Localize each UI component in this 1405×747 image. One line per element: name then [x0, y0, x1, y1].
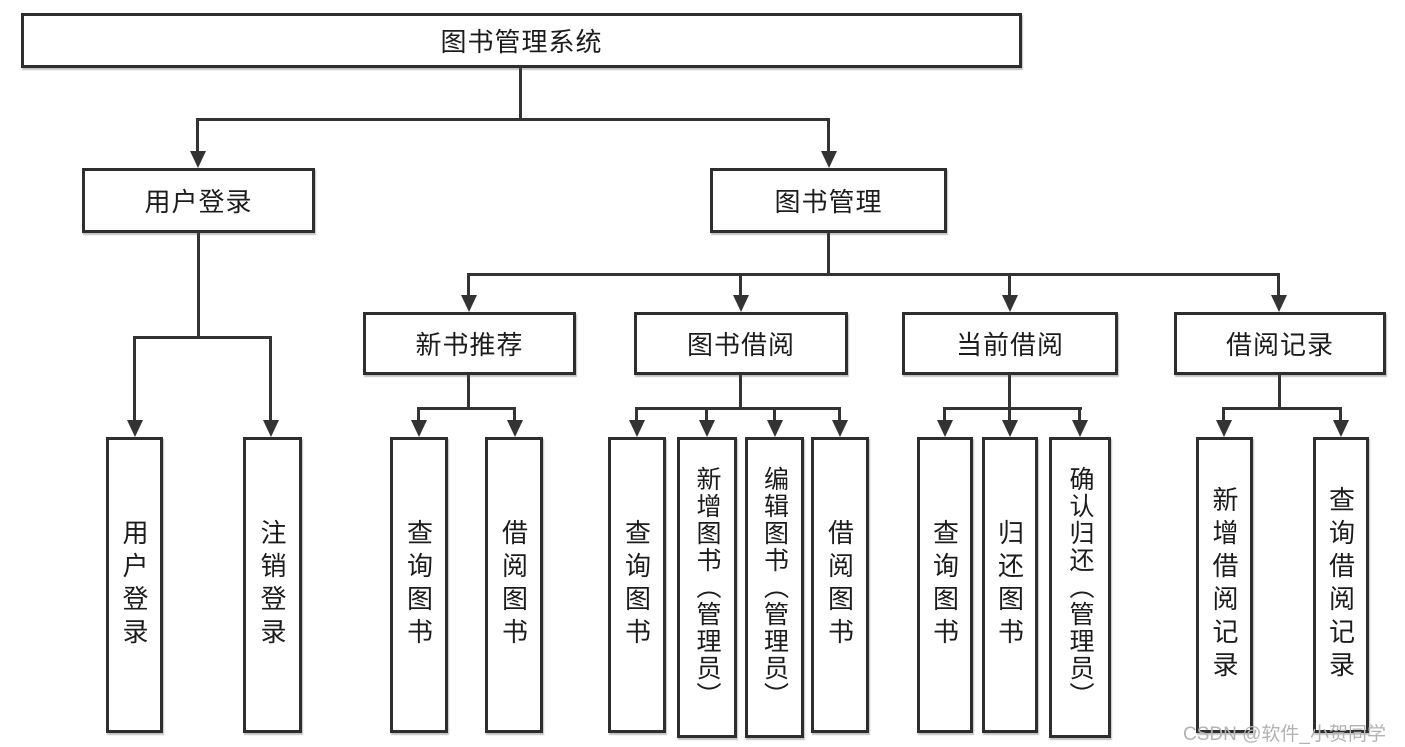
connector-line — [705, 407, 708, 421]
leaf-user-login: 用户登录 — [106, 437, 163, 733]
connector-line — [133, 336, 272, 339]
arrowhead-down-icon — [767, 420, 783, 437]
connector-line — [417, 407, 516, 410]
leaf-query-books-borrowing: 查询图书 — [608, 437, 666, 733]
node-new-book-recommendation: 新书推荐 — [363, 312, 576, 375]
arrowhead-down-icon — [1333, 420, 1349, 437]
connector-line — [943, 407, 946, 421]
leaf-add-borrow-record: 新增借阅记录 — [1196, 437, 1253, 733]
connector-line — [1339, 407, 1342, 421]
connector-line — [827, 233, 830, 273]
connector-line — [196, 118, 830, 121]
arrowhead-down-icon — [1271, 295, 1287, 312]
node-label: 新书推荐 — [415, 330, 524, 360]
connector-line — [1078, 407, 1081, 421]
node-label: 借阅图书 — [498, 519, 529, 651]
connector-line — [739, 375, 742, 407]
node-label: 归还图书 — [994, 519, 1025, 651]
node-label: 用户登录 — [119, 519, 149, 651]
connector-line — [513, 407, 516, 421]
leaf-borrow-books-borrowing: 借阅图书 — [811, 437, 869, 733]
node-label: 新增借阅记录 — [1209, 486, 1239, 684]
node-label: 注销登录 — [257, 519, 287, 651]
connector-line — [467, 273, 1280, 276]
arrowhead-down-icon — [832, 420, 848, 437]
node-label: 查询借阅记录 — [1325, 486, 1356, 684]
node-user-login: 用户登录 — [82, 168, 315, 233]
arrowhead-down-icon — [507, 420, 523, 437]
node-label: 确认归还（管理员） — [1066, 466, 1094, 709]
node-label: 借阅记录 — [1225, 330, 1334, 360]
arrowhead-down-icon — [127, 420, 143, 437]
arrowhead-down-icon — [1002, 420, 1018, 437]
arrowhead-down-icon — [733, 295, 749, 312]
node-label: 当前借阅 — [955, 330, 1064, 360]
leaf-query-borrow-record: 查询借阅记录 — [1313, 437, 1369, 733]
node-book-management: 图书管理 — [710, 168, 947, 233]
connector-line — [635, 407, 840, 410]
leaf-return-books: 归还图书 — [982, 437, 1038, 733]
leaf-logout: 注销登录 — [243, 437, 302, 733]
connector-line — [133, 336, 136, 420]
connector-line — [467, 273, 470, 296]
leaf-confirm-return-admin: 确认归还（管理员） — [1049, 437, 1111, 738]
leaf-query-books-current: 查询图书 — [917, 437, 973, 733]
node-label: 图书管理 — [774, 187, 883, 217]
arrowhead-down-icon — [629, 420, 645, 437]
arrowhead-down-icon — [190, 151, 206, 168]
node-label: 借阅图书 — [824, 519, 855, 651]
node-root-library-management-system: 图书管理系统 — [21, 13, 1022, 68]
node-label: 新增图书（管理员） — [693, 466, 721, 709]
leaf-borrow-books-recommend: 借阅图书 — [485, 437, 543, 733]
connector-line — [197, 233, 200, 336]
node-current-borrowing: 当前借阅 — [902, 312, 1118, 375]
connector-line — [635, 407, 638, 421]
connector-line — [943, 407, 1082, 410]
arrowhead-down-icon — [461, 295, 477, 312]
leaf-add-books-admin: 新增图书（管理员） — [677, 437, 737, 738]
arrowhead-down-icon — [1072, 420, 1088, 437]
node-label: 用户登录 — [144, 187, 253, 217]
connector-line — [1278, 375, 1281, 407]
node-borrowing-records: 借阅记录 — [1174, 312, 1386, 375]
arrowhead-down-icon — [1216, 420, 1232, 437]
node-label: 编辑图书（管理员） — [760, 466, 789, 709]
connector-line — [467, 375, 470, 407]
arrowhead-down-icon — [699, 420, 715, 437]
node-label: 图书管理系统 — [440, 27, 603, 57]
arrowhead-down-icon — [1002, 295, 1018, 312]
connector-line — [1222, 407, 1342, 410]
connector-line — [773, 407, 776, 421]
arrowhead-down-icon — [821, 151, 837, 168]
node-book-borrowing: 图书借阅 — [634, 312, 848, 375]
connector-line — [739, 273, 742, 296]
connector-line — [417, 407, 420, 421]
arrowhead-down-icon — [263, 420, 279, 437]
connector-line — [1008, 375, 1011, 407]
leaf-query-books-recommend: 查询图书 — [390, 437, 448, 733]
leaf-edit-books-admin: 编辑图书（管理员） — [745, 437, 804, 738]
arrowhead-down-icon — [937, 420, 953, 437]
connector-line — [1277, 273, 1280, 296]
connector-line — [269, 336, 272, 420]
node-label: 查询图书 — [403, 519, 434, 651]
node-label: 查询图书 — [929, 519, 960, 651]
connector-line — [1008, 407, 1011, 421]
connector-line — [1008, 273, 1011, 296]
connector-line — [196, 118, 199, 154]
csdn-watermark: CSDN @软件_小贺同学 — [1183, 724, 1386, 745]
connector-line — [1222, 407, 1225, 421]
connector-line — [838, 407, 841, 421]
arrowhead-down-icon — [411, 420, 427, 437]
node-label: 查询图书 — [621, 519, 652, 651]
node-label: 图书借阅 — [686, 330, 795, 360]
connector-line — [827, 118, 830, 154]
connector-line — [519, 68, 522, 118]
